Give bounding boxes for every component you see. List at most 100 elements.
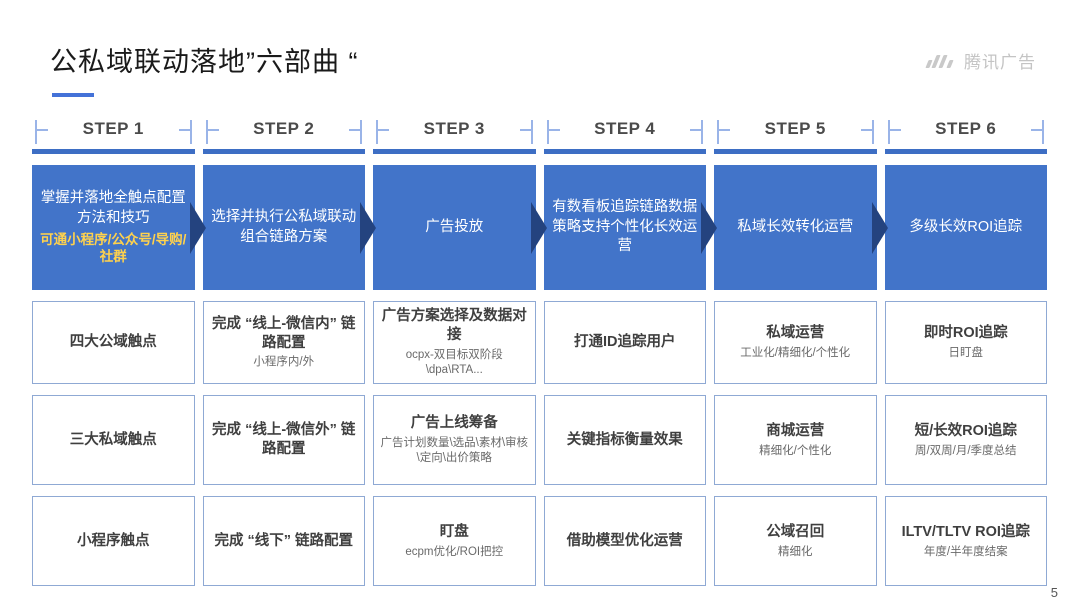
tencent-ads-bars-icon [925,52,955,70]
card-title: 私域运营 [766,325,825,342]
step-underline-bar [202,149,365,154]
step-label: STEP 5 [764,119,826,138]
card-subtitle: 日盯盘 [948,347,984,360]
step-column-2: STEP 2 选择并执行公私域联动组合链路方案完成 “线上-微信内” 链路配置小程… [199,114,376,586]
card-title: 即时ROI追踪 [923,325,1008,342]
step-hero-box-2[interactable]: 选择并执行公私域联动组合链路方案 [202,165,376,290]
bracket-left-icon [887,120,890,144]
card-subtitle: 广告计划数量\选品\素材\审核\定向\出价策略 [380,437,529,464]
detail-card[interactable]: 三大私域触点 [32,395,195,485]
hero-subtitle: 可通小程序/公众号/导购/社群 [40,231,187,265]
hero-title: 有数看板追踪链路数据策略支持个性化长效运营 [552,199,698,255]
tick-left-icon [717,129,730,131]
step-column-4: STEP 4 有数看板追踪链路数据策略支持个性化长效运营打通ID追踪用户关键指标衡… [540,114,717,586]
card-title: 商城运营 [766,422,825,439]
step-hero-box-6[interactable]: 多级长效ROI追踪 [884,165,1047,290]
card-title: 完成 “线下” 链路配置 [214,532,354,549]
bracket-left-icon [546,120,549,144]
page-number: 5 [1050,585,1058,600]
step-header-5: STEP 5 [714,114,877,144]
tick-right-icon [690,129,703,131]
card-title: 完成 “线上-微信外” 链路配置 [212,422,356,457]
tick-right-icon [860,129,874,131]
card-subtitle: 精细化 [778,545,813,558]
detail-card[interactable]: ILTV/TLTV ROI追踪年度/半年度结案 [884,496,1047,586]
step-hero-box-1[interactable]: 掌握并落地全触点配置方法和技巧可通小程序/公众号/导购/社群 [32,165,206,290]
detail-card[interactable]: 广告方案选择及数据对接 ocpx-双目标双阶段\dpa\RTA... [373,301,536,384]
bracket-right-icon [1042,120,1044,144]
hero-title: 广告投放 [425,218,484,235]
detail-card[interactable]: 完成 “线上-微信内” 链路配置小程序内/外 [202,301,365,384]
tick-left-icon [546,129,560,131]
detail-card[interactable]: 短/长效ROI追踪周/双周/月/季度总结 [884,395,1047,485]
tick-left-icon [887,129,901,131]
detail-card[interactable]: 私域运营工业化/精细化/个性化 [714,301,877,384]
page-title: 公私域联动落地”六部曲 “ [50,47,359,77]
detail-card[interactable]: 广告上线筹备广告计划数量\选品\素材\审核\定向\出价策略 [373,395,536,485]
card-title: 三大私域触点 [69,431,157,448]
card-title: 小程序触点 [77,532,150,549]
step-column-3: STEP 3 广告投放广告方案选择及数据对接 ocpx-双目标双阶段\dpa\RTA… [369,114,547,586]
card-subtitle: 周/双周/月/季度总结 [914,444,1017,457]
step-column-1: STEP 1 掌握并落地全触点配置方法和技巧可通小程序/公众号/导购/社群四大公域… [28,114,206,586]
arrow-right-icon [871,201,888,254]
card-title: 盯盘 [439,523,469,540]
step-header-6: STEP 6 [885,114,1048,144]
arrow-right-icon [701,201,717,254]
step-label: STEP 1 [82,119,144,138]
detail-card[interactable]: 完成 “线上-微信外” 链路配置 [202,395,365,485]
detail-card[interactable]: 四大公域触点 [32,301,195,384]
card-subtitle: 小程序内/外 [253,356,315,369]
step-label: STEP 3 [423,119,485,138]
detail-card[interactable]: 小程序触点 [32,496,195,586]
hero-title: 选择并执行公私域联动组合链路方案 [211,208,357,245]
step-hero-box-4[interactable]: 有数看板追踪链路数据策略支持个性化长效运营 [543,165,717,290]
card-title: 公域召回 [766,523,825,540]
tick-left-icon [205,129,219,131]
tick-right-icon [519,129,533,131]
step-column-5: STEP 5 私域长效转化运营私域运营工业化/精细化/个性化商城运营精细化/个性化… [710,114,888,586]
bracket-left-icon [35,120,37,144]
step-header-4: STEP 4 [544,114,707,144]
arrow-right-icon [360,201,376,254]
tick-left-icon [376,129,389,131]
card-title: 借助模型优化运营 [566,532,683,549]
detail-card[interactable]: 关键指标衡量效果 [543,395,706,485]
arrow-right-icon [530,201,547,254]
bracket-right-icon [701,120,703,144]
bracket-left-icon [376,120,378,144]
card-title: 打通ID追踪用户 [574,334,676,351]
step-hero-box-3[interactable]: 广告投放 [373,165,547,290]
step-label: STEP 6 [935,119,997,138]
card-title: 短/长效ROI追踪 [914,422,1017,439]
detail-card[interactable]: 借助模型优化运营 [543,496,706,586]
step-label: STEP 4 [594,119,656,138]
bracket-right-icon [871,120,874,144]
step-header-3: STEP 3 [373,114,536,144]
step-header-1: STEP 1 [32,114,195,144]
step-underline-bar [884,149,1047,154]
step-underline-bar [714,149,877,154]
detail-card[interactable]: 完成 “线下” 链路配置 [202,496,365,586]
step-underline-bar [373,149,536,154]
step-column-6: STEP 6 多级长效ROI追踪即时ROI追踪日盯盘短/长效ROI追踪周/双周/月… [881,114,1052,586]
detail-card[interactable]: 打通ID追踪用户 [543,301,706,384]
card-title: 广告上线筹备 [410,415,498,432]
arrow-right-icon [189,201,206,254]
bracket-right-icon [189,120,192,144]
detail-card[interactable]: 商城运营精细化/个性化 [714,395,877,485]
step-underline-bar [543,149,706,154]
title-accent-underline [52,93,94,97]
hero-title: 私域长效转化运营 [737,218,854,235]
card-title: 四大公域触点 [69,334,157,351]
bracket-right-icon [360,120,362,144]
detail-card[interactable]: 公域召回精细化 [714,496,877,586]
detail-card[interactable]: 即时ROI追踪日盯盘 [884,301,1047,384]
step-hero-box-5[interactable]: 私域长效转化运营 [714,165,888,290]
card-subtitle: ocpx-双目标双阶段\dpa\RTA... [405,349,503,376]
hero-title: 多级长效ROI追踪 [909,218,1023,235]
card-title: 广告方案选择及数据对接 [381,308,527,344]
step-header-2: STEP 2 [203,114,366,144]
bracket-left-icon [717,120,719,144]
